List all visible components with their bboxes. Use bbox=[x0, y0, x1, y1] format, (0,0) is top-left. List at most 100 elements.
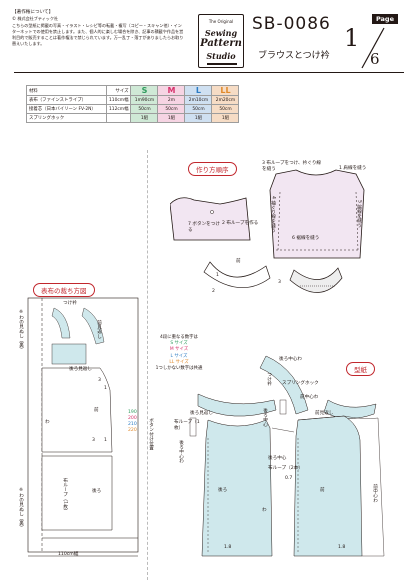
legend-m: M サイズ bbox=[169, 347, 189, 353]
pat-label-loop-2: 布ループ（2本） bbox=[268, 466, 303, 471]
cut-label-loop: 布ループ（1枚） bbox=[62, 478, 68, 514]
logo-line2: Pattern bbox=[200, 38, 242, 49]
copyright-notice: 【著作権について】 © 株式会社ブティック社 こちらの型紙に掲載の写真・イラスト… bbox=[12, 10, 184, 48]
size-legend: 4段に重なる数字は S サイズ M サイズ L サイズ LL サイズ 1つしかな… bbox=[145, 335, 213, 372]
cut-num-2: 1 bbox=[104, 386, 107, 391]
cut-size-m: 200 bbox=[128, 416, 137, 421]
brand-logo: The Original Sewing Pattern Studio bbox=[198, 14, 244, 68]
page-number: 1 bbox=[344, 24, 360, 52]
header-divider bbox=[14, 72, 404, 73]
step-7: 7 ボタンをつける bbox=[188, 222, 220, 233]
page-slash bbox=[361, 27, 385, 69]
step-4: 4 袖ぐり線を縫う bbox=[270, 196, 276, 233]
pat-label-front-facing: 前見返し bbox=[315, 411, 334, 416]
table-header-row: 材料 サイズ S M L LL bbox=[26, 85, 240, 96]
legend-note: 1つしかない数字は共通 bbox=[155, 366, 203, 372]
row-l: 50cm bbox=[184, 104, 213, 114]
pattern-code: SB-0086 bbox=[252, 14, 331, 34]
copyright-owner: © 株式会社ブティック社 bbox=[12, 16, 59, 22]
row-s: 1組 bbox=[130, 113, 159, 123]
cut-grain: わ bbox=[45, 420, 50, 425]
page-total: 6 bbox=[370, 50, 380, 68]
cut-label-back-facing: 後ろ見返し bbox=[69, 367, 92, 372]
table-row: スプリングホック 1組 1組 1組 1組 bbox=[26, 113, 240, 123]
pat-label-loop: 布ループ（1枚） bbox=[174, 420, 200, 431]
pat-label-collar: つけ衿 bbox=[266, 372, 272, 386]
legend-l: L サイズ bbox=[170, 353, 188, 359]
pat-label-back-center: 後ろ中心わ bbox=[279, 357, 302, 362]
row-name: 接着芯（日本バイリーン FV-2N） bbox=[26, 104, 107, 114]
table-row: 表布（ファインストライプ） 110cm幅 1m90cm 2m 2m10cm 2m… bbox=[26, 95, 240, 105]
row-m: 2m bbox=[157, 95, 186, 105]
row-name: 表布（ファインストライプ） bbox=[26, 95, 107, 105]
collar-pattern bbox=[259, 355, 309, 415]
page-indicator: Page 1 6 bbox=[336, 14, 398, 72]
cut-note-bottom: ※わの見ぬし（裏） bbox=[18, 488, 24, 530]
step-2: 2 布ループを作る bbox=[222, 221, 259, 226]
row-s: 1m90cm bbox=[130, 95, 159, 105]
collar-shape bbox=[203, 261, 271, 289]
legend-ll: LL サイズ bbox=[169, 359, 189, 365]
table-head-s: S bbox=[130, 85, 159, 96]
pat-label-back-facing: 後ろ見返し bbox=[190, 411, 213, 416]
cut-label-front: 前 bbox=[94, 408, 99, 413]
logo-line3: Studio bbox=[206, 51, 236, 61]
copyright-body: こちらの型紙に掲載の写真・イラスト・レシピ等の転載・複写（コピー・スキャン他）・… bbox=[12, 22, 184, 47]
pat-label-1-8-a: 1.8 bbox=[224, 545, 232, 550]
row-width: 110cm幅 bbox=[105, 95, 132, 105]
legend-s: S サイズ bbox=[170, 341, 188, 347]
pat-label-button: ボタン付け位置 bbox=[148, 418, 154, 451]
order-diagram bbox=[170, 169, 365, 293]
pat-label-back-center-2: 後ろ中心わ bbox=[178, 440, 184, 463]
row-ll: 1組 bbox=[211, 113, 240, 123]
pat-label-0-7: 0.7 bbox=[285, 476, 293, 481]
row-ll: 50cm bbox=[211, 104, 240, 114]
front-bodice-pattern bbox=[293, 415, 363, 557]
legend-title: 4段に重なる数字は bbox=[160, 335, 198, 340]
collar-step-1: 1 bbox=[216, 273, 219, 278]
pat-label-back-center-3: 後ろ中心 bbox=[262, 408, 268, 427]
cut-label-back: 後ろ bbox=[92, 489, 102, 494]
step-front-label: 前 bbox=[236, 259, 241, 264]
cut-size-ll: 220 bbox=[128, 428, 137, 433]
table-head-m: M bbox=[157, 85, 186, 96]
row-m: 50cm bbox=[157, 104, 186, 114]
pattern-title: 型紙 bbox=[346, 362, 375, 376]
pat-label-hook: スプリングホック bbox=[282, 381, 319, 386]
pat-label-front-center-2: 前中心わ bbox=[372, 484, 378, 503]
table-head-size: サイズ bbox=[105, 85, 132, 96]
collar-back-shape bbox=[289, 267, 343, 293]
cut-size-l: 210 bbox=[128, 422, 137, 427]
row-ll: 2m20cm bbox=[211, 95, 240, 105]
back-facing-pattern bbox=[197, 393, 277, 417]
table-row: 接着芯（日本バイリーン FV-2N） 112cm幅 50cm 50cm 50cm… bbox=[26, 104, 240, 114]
order-title: 作り方順序 bbox=[188, 162, 237, 176]
front-piece bbox=[41, 367, 113, 453]
step-1: 1 肩線を縫う bbox=[339, 166, 367, 171]
back-piece bbox=[41, 455, 113, 531]
table-head-ll: LL bbox=[211, 85, 240, 96]
row-l: 1組 bbox=[184, 113, 213, 123]
logo-line1: Sewing bbox=[204, 28, 238, 38]
pattern-diagram bbox=[189, 355, 385, 557]
table-head-name: 材料 bbox=[26, 85, 107, 96]
pat-label-fold: わ bbox=[262, 508, 267, 513]
back-bodice-pattern bbox=[201, 419, 273, 557]
blouse-body-shape bbox=[269, 169, 365, 259]
row-width bbox=[105, 113, 132, 123]
front-facing-pattern bbox=[323, 399, 377, 419]
cut-label-collar: つけ衿 bbox=[63, 301, 77, 306]
row-width: 112cm幅 bbox=[105, 104, 132, 114]
logo-subtext: The Original bbox=[208, 19, 234, 24]
cut-note-top: ※わの見ぬし（裏） bbox=[18, 310, 24, 352]
step-6: 6 裾線を縫う bbox=[292, 236, 320, 241]
row-name: スプリングホック bbox=[26, 113, 107, 123]
step-3: 3 布ループをつけ、衿ぐり線を縫う bbox=[262, 161, 322, 172]
row-l: 2m10cm bbox=[184, 95, 213, 105]
back-detail-shape bbox=[170, 197, 251, 241]
page-label: Page bbox=[371, 14, 398, 24]
logo-bar bbox=[207, 63, 237, 65]
row-s: 50cm bbox=[130, 104, 159, 114]
pat-label-front: 前 bbox=[320, 488, 325, 493]
cutting-layout-diagram bbox=[27, 297, 139, 557]
